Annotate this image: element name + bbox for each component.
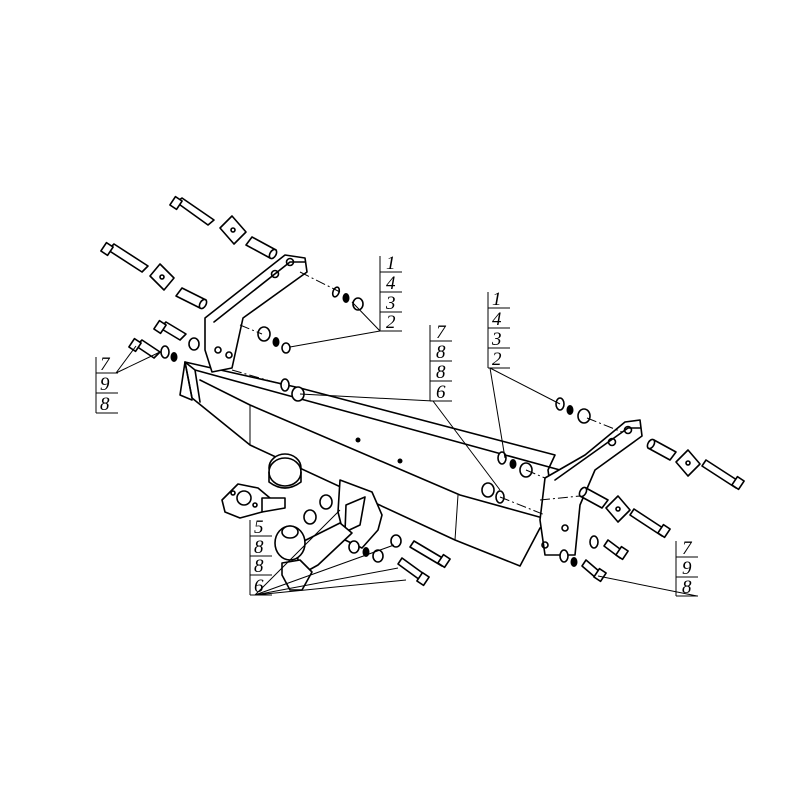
callout-label: 8 bbox=[682, 577, 692, 598]
cross-beam bbox=[179, 361, 561, 567]
socket-plate bbox=[221, 483, 286, 519]
long-bolt-right bbox=[701, 459, 745, 491]
callout-label: 6 bbox=[254, 576, 264, 597]
callout-label: 6 bbox=[436, 382, 446, 403]
callout-label: 9 bbox=[100, 374, 110, 395]
long-bolt-lower-right bbox=[629, 508, 671, 539]
callout-bottom-left: 5 8 8 6 bbox=[249, 517, 272, 597]
callout-label: 1 bbox=[492, 289, 502, 310]
callout-label: 3 bbox=[385, 293, 396, 314]
left-side-bracket bbox=[204, 254, 308, 373]
callout-label: 8 bbox=[436, 362, 446, 383]
square-plates bbox=[149, 215, 701, 523]
callout-label: 7 bbox=[436, 322, 447, 343]
assembly-axis-lines bbox=[231, 271, 623, 516]
callout-label: 8 bbox=[100, 394, 110, 415]
callout-label: 9 bbox=[682, 558, 692, 579]
callout-label: 4 bbox=[492, 309, 502, 330]
callout-label: 5 bbox=[254, 517, 264, 538]
leader-lines bbox=[115, 301, 698, 597]
long-bolt-top bbox=[169, 195, 215, 226]
callout-label: 2 bbox=[492, 349, 502, 370]
callout-left: 7 9 8 bbox=[95, 354, 118, 415]
callout-label: 8 bbox=[436, 342, 446, 363]
callout-label: 8 bbox=[254, 556, 264, 577]
nuts-and-washers bbox=[160, 286, 599, 567]
callout-label: 8 bbox=[254, 537, 264, 558]
callout-top-right: 1 4 3 2 bbox=[487, 289, 510, 370]
callout-label: 2 bbox=[386, 312, 396, 333]
callout-top-left: 1 4 3 2 bbox=[379, 253, 402, 333]
ball-mount-plate bbox=[281, 479, 383, 591]
callout-label: 7 bbox=[682, 538, 693, 559]
callout-center: 7 8 8 6 bbox=[429, 322, 452, 403]
callout-label: 3 bbox=[491, 329, 502, 350]
callout-label: 7 bbox=[100, 354, 111, 375]
callout-label: 1 bbox=[386, 253, 396, 274]
callout-label: 4 bbox=[386, 273, 396, 294]
right-side-bracket bbox=[539, 419, 643, 556]
long-bolt-upper-left bbox=[100, 241, 149, 273]
long-bolts-bottom bbox=[397, 540, 451, 587]
short-bolts bbox=[128, 319, 629, 583]
tow-ball bbox=[268, 453, 306, 561]
spacer-tubes bbox=[175, 236, 677, 509]
callout-bottom-right: 7 9 8 bbox=[675, 538, 698, 598]
